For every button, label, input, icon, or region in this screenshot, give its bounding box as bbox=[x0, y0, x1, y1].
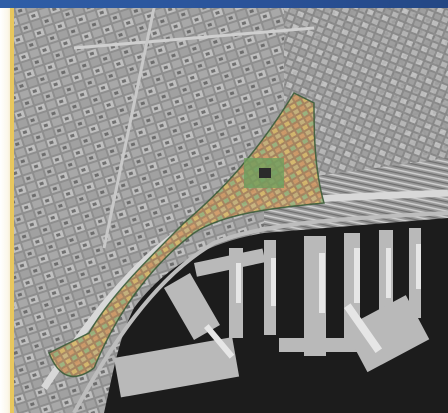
port-road bbox=[72, 211, 448, 413]
old-town-street bbox=[102, 8, 156, 249]
moored-ships bbox=[204, 244, 421, 359]
left-accent-stripe bbox=[10, 8, 14, 413]
aerial-map bbox=[14, 8, 448, 413]
plaza-building bbox=[259, 168, 271, 178]
top-banner bbox=[0, 0, 448, 8]
old-town-avenue bbox=[73, 26, 315, 50]
aerial-map-frame[interactable] bbox=[14, 8, 448, 413]
